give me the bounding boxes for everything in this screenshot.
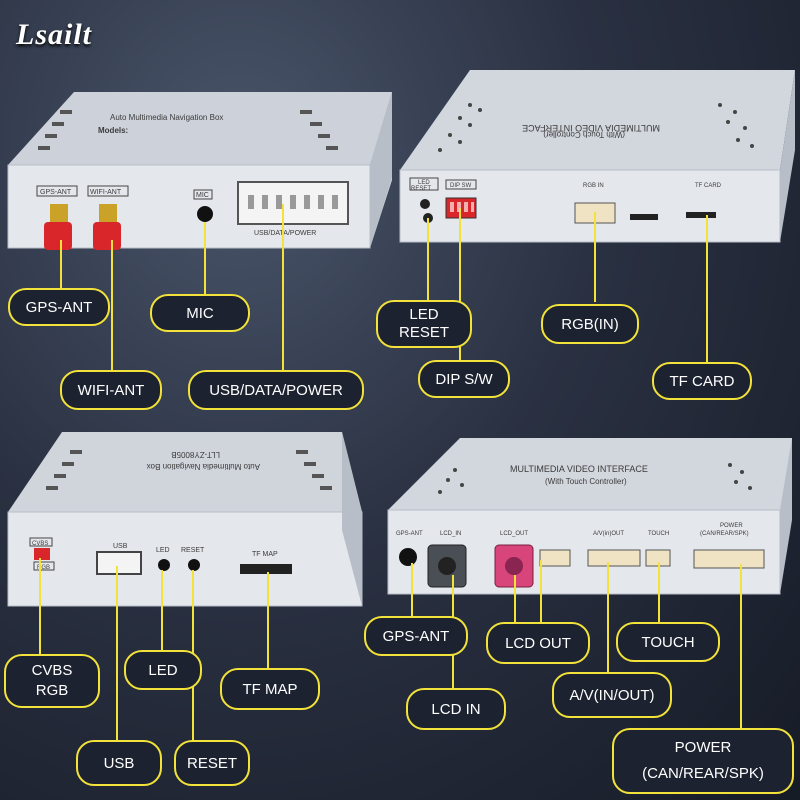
port-label-av: A/V(in)OUT: [593, 531, 624, 537]
port-label-gps: GPS-ANT: [40, 189, 72, 196]
led-indicator: [420, 199, 430, 209]
wifi-antenna-connector: [93, 204, 121, 250]
port-label-usb: USB/DATA/POWER: [254, 230, 316, 237]
device-label-title-2: Auto Multimedia Navigation Box: [147, 462, 260, 471]
port-label-reset-2: RESET: [181, 547, 205, 554]
gps-antenna-connector: [44, 204, 72, 250]
port-label-power-sub: (CAN/REAR/SPK): [700, 531, 749, 537]
port-label-led: LED: [418, 180, 430, 186]
port-label-rgb: RGB IN: [583, 183, 604, 189]
port-label-lcd-out: LCD_OUT: [500, 531, 528, 537]
tf-map-slot: [240, 564, 292, 574]
callout-dip-sw: DIP S/W: [418, 360, 510, 398]
mic-jack: [197, 206, 213, 222]
callout-touch: TOUCH: [616, 622, 720, 662]
led-indicator-2: [158, 559, 170, 571]
callout-rgb-in: RGB(IN): [541, 304, 639, 344]
device-label-models: Models:: [98, 126, 128, 135]
callout-led: LED: [124, 650, 202, 690]
port-label-wifi: WIFI-ANT: [90, 189, 122, 196]
device-label-model: LLT-ZY8005B: [171, 450, 220, 459]
tf-card-slot: [686, 212, 716, 218]
callout-wifi-ant: WIFI-ANT: [60, 370, 162, 410]
port-label-led-2: LED: [156, 547, 170, 554]
device-label-title: Auto Multimedia Navigation Box: [110, 113, 223, 122]
bottom-left-device: LLT-ZY8005B Auto Multimedia Navigation B…: [7, 432, 363, 607]
port-label-usb-2: USB: [113, 543, 128, 550]
callout-gps-ant-2: GPS-ANT: [364, 616, 468, 656]
device-subtitle-2: (With Touch Controller): [545, 477, 627, 486]
aux-connector: [539, 549, 571, 567]
callout-usb: USB: [76, 740, 162, 786]
port-label-touch: TOUCH: [648, 531, 669, 537]
device-title: MULTIMEDIA VIDEO INTERFACE: [522, 123, 660, 133]
callout-lcd-in: LCD IN: [406, 688, 506, 730]
callout-gps-ant: GPS-ANT: [8, 288, 110, 326]
bottom-right-device: MULTIMEDIA VIDEO INTERFACE (With Touch C…: [387, 438, 792, 595]
reset-hole-2: [188, 559, 200, 571]
port-label-dip: DIP SW: [450, 183, 472, 189]
usb-port: [96, 551, 142, 575]
gps-antenna-jack: [399, 548, 417, 566]
port-label-mic: MIC: [196, 192, 209, 199]
av-in-out-connector: [587, 549, 641, 567]
port-label-tf-map: TF MAP: [252, 551, 278, 558]
port-label-rgb-2: RGB: [37, 565, 50, 571]
port-label-tf: TF CARD: [695, 183, 722, 189]
device-subtitle: (With Touch Controller): [543, 130, 625, 139]
port-label-power: POWER: [720, 523, 743, 529]
port-label-gps-2: GPS-ANT: [396, 531, 423, 537]
device-title-2: MULTIMEDIA VIDEO INTERFACE: [510, 464, 648, 474]
callout-tf-map: TF MAP: [220, 668, 320, 710]
top-left-device: Auto Multimedia Navigation Box Models: G…: [7, 92, 392, 250]
callout-av-in-out: A/V(IN/OUT): [552, 672, 672, 718]
port-label-cvbs: CVBS: [32, 541, 48, 547]
callout-usb-data-power: USB/DATA/POWER: [188, 370, 364, 410]
callout-reset: RESET: [174, 740, 250, 786]
callout-lcd-out: LCD OUT: [486, 622, 590, 664]
cvbs-rgb-switch: [34, 548, 50, 560]
port-label-lcd-in: LCD_IN: [440, 531, 461, 537]
tf-slot-1: [630, 214, 658, 220]
port-label-reset: RESET: [411, 186, 431, 192]
callout-mic: MIC: [150, 294, 250, 332]
callout-power: POWER(CAN/REAR/SPK): [612, 728, 794, 794]
callout-tf-card: TF CARD: [652, 362, 752, 400]
brand-logo: Lsailt: [16, 18, 93, 51]
top-right-device: MULTIMEDIA VIDEO INTERFACE (With Touch C…: [399, 70, 795, 243]
power-connector: [693, 549, 765, 569]
